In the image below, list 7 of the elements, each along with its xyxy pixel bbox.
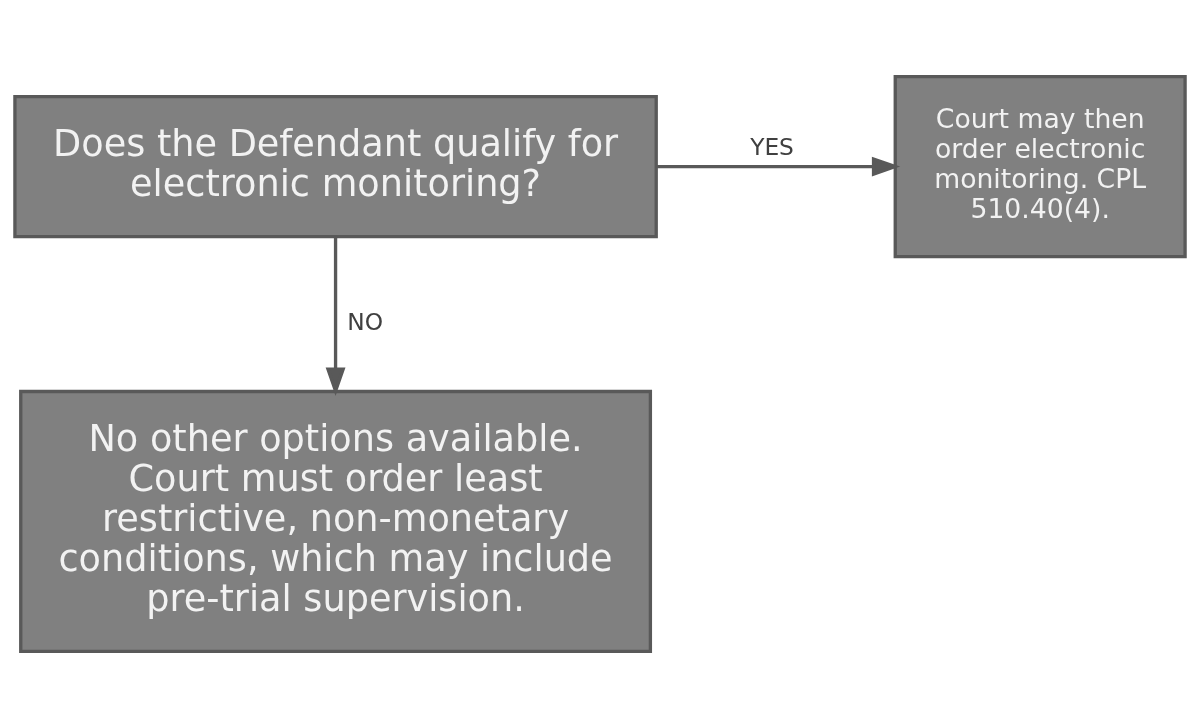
node-box: Does the Defendant qualify for electronic monitoring? — [13, 95, 658, 239]
node-box: Court may then order electronic monitoring. CPL 510.40(4). — [893, 75, 1187, 259]
arrow — [325, 236, 346, 396]
node-box: No other options available. Court must order least restrictive, non-monetary conditions, which may include pre-trial supervision. — [19, 389, 653, 653]
edge-label: NO — [347, 308, 384, 336]
edge-label: YES — [750, 133, 794, 161]
arrow — [656, 156, 901, 177]
